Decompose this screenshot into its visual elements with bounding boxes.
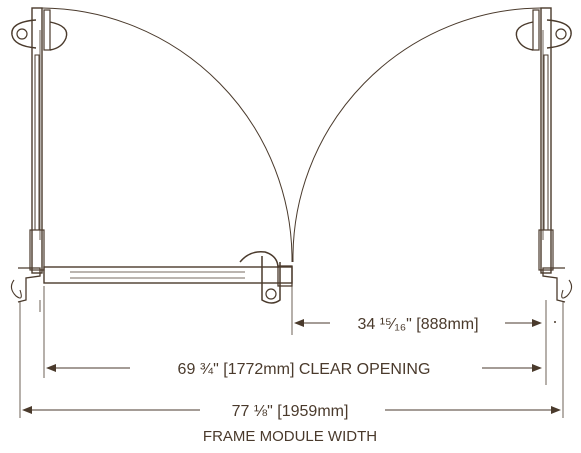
- door-leaf-dimension-label: 34 ¹⁵⁄₁₆" [888mm]: [357, 316, 478, 333]
- right-swing-arc: [292, 7, 542, 263]
- left-top-hinge-icon: [11, 9, 68, 51]
- left-swing-arc: [41, 7, 293, 263]
- right-top-hinge-icon: [515, 9, 572, 51]
- right-frame-jamb: [538, 7, 554, 274]
- frame-width-caption: FRAME MODULE WIDTH: [203, 428, 377, 445]
- right-bottom-bracket-icon: [542, 267, 573, 385]
- door-leaf-dimension: 34 ¹⁵⁄₁₆" [888mm]: [294, 316, 542, 333]
- left-door-leaf: [43, 266, 293, 284]
- extension-lines: [19, 286, 564, 418]
- clear-opening-dimension: 69 ¾" [1772mm] CLEAR OPENING: [46, 361, 542, 378]
- clear-opening-dimension-label: 69 ¾" [1772mm] CLEAR OPENING: [178, 361, 431, 378]
- frame-width-dimension: 77 ⅛" [1959mm] FRAME MODULE WIDTH: [22, 403, 561, 445]
- door-handle-icon: [239, 250, 293, 304]
- left-frame-jamb: [29, 7, 45, 274]
- left-bottom-bracket-icon: [10, 267, 41, 312]
- frame-width-dimension-label: 77 ⅛" [1959mm]: [232, 403, 349, 420]
